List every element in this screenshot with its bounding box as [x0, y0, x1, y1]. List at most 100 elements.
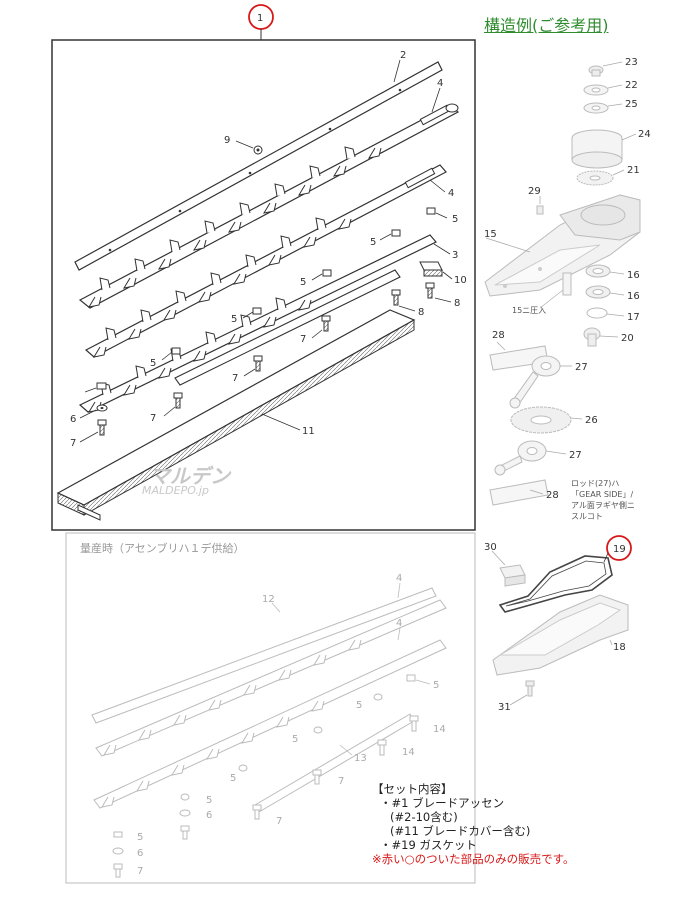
part-19-gasket[interactable]: [498, 555, 613, 613]
sub-part-6-washer: [179, 809, 191, 817]
label-2: 2: [400, 50, 406, 61]
label-8a: 8: [454, 298, 460, 309]
part-25-washer: [583, 102, 609, 114]
set-contents: 【セット内容】 ・#1 ブレードアッセン (#2-10含む) (#11 ブレード…: [372, 782, 672, 866]
part-17-ring: [586, 307, 608, 319]
part-10-bracket: [419, 261, 443, 277]
note-rod-3: アル面ヲギヤ側ニ: [571, 500, 635, 510]
sub-part-5-nut-e: [180, 793, 190, 801]
page-title: 構造例(ご参考用): [484, 16, 609, 35]
sub-part-5-nut: [406, 674, 416, 682]
part-5-nut-c: [322, 269, 332, 277]
sub-label-13: 13: [354, 753, 367, 764]
set-item-2: ・#19 ガスケット: [380, 838, 477, 852]
label-7d: 7: [70, 438, 76, 449]
set-item-1: ・#1 ブレードアッセン: [380, 796, 505, 810]
part-29-screw: [536, 205, 544, 215]
label-23: 23: [625, 57, 638, 68]
sub-label-6b: 6: [137, 848, 143, 859]
label-4a: 4: [437, 78, 443, 89]
sub-part-5-nut-d: [238, 764, 248, 772]
sub-part-4-blade-lower: [93, 639, 447, 809]
label-15: 15: [484, 229, 497, 240]
note-rod-2: 「GEAR SIDE」/: [571, 490, 633, 499]
set-note: ※赤い○のついた部品のみの販売です。: [372, 852, 575, 866]
part-31-bolt: [525, 680, 535, 697]
part-27-rod-b: [494, 440, 547, 476]
guide-plate: [174, 269, 401, 386]
part-30-block: [499, 564, 526, 587]
label-28b: 28: [546, 490, 559, 501]
label-30: 30: [484, 542, 497, 553]
label-7a: 7: [300, 334, 306, 345]
label-6: 6: [70, 414, 76, 425]
label-16b: 16: [627, 291, 640, 302]
part-24-cup: [571, 129, 623, 169]
part-9-nut: [253, 145, 263, 155]
label-22: 22: [625, 80, 638, 91]
label-1: 1: [257, 13, 263, 24]
part-8-bolt-a: [425, 282, 435, 299]
sub-part-7-bolt-b: [180, 825, 190, 840]
sub-label-6a: 6: [206, 810, 212, 821]
sub-label-5a: 5: [433, 680, 439, 691]
label-24: 24: [638, 129, 651, 140]
label-9: 9: [224, 135, 230, 146]
sub-label-14a: 14: [433, 724, 446, 735]
part-11-blade-cover: [56, 309, 416, 521]
sub-part-14-bolt-a: [409, 715, 419, 732]
label-5c: 5: [300, 277, 306, 288]
part-8-bolt-b: [391, 289, 401, 306]
sub-label-5d: 5: [230, 773, 236, 784]
sub-label-5-left: 5: [137, 832, 143, 843]
part-3-blade: [78, 234, 437, 413]
part-20-pinion: [583, 327, 601, 347]
part-5-nut-b: [391, 229, 401, 237]
watermark-logo: マルデン: [150, 464, 230, 488]
watermark-url: MALDEPO.jp: [142, 484, 209, 497]
label-5d: 5: [231, 314, 237, 325]
part-21-gear: [576, 170, 614, 186]
part-7-bolt-left: [97, 419, 107, 436]
note-rod-1: ロッド(27)ハ: [571, 479, 619, 488]
sub-label-5e: 5: [206, 795, 212, 806]
part-18-cover: [492, 594, 629, 676]
sub-part-7-bolt-a: [312, 769, 322, 785]
part-7-bolt-a: [321, 315, 331, 332]
label-7c: 7: [150, 413, 156, 424]
label-25: 25: [625, 99, 638, 110]
sub-part-5-nut-c: [313, 726, 323, 734]
part-2-plate: [74, 61, 443, 271]
sub-part-7-bolt-c: [252, 804, 262, 820]
label-4b: 4: [448, 188, 454, 199]
part-26-gear: [510, 406, 572, 434]
label-10: 10: [454, 275, 467, 286]
part-5-nut-left: [96, 382, 107, 390]
sub-left-stack: [112, 831, 124, 878]
part-4-lower-blade: [84, 164, 447, 358]
part-28-plate-b: [489, 479, 549, 506]
label-26: 26: [585, 415, 598, 426]
sub-part-14-bolt-b: [377, 739, 387, 756]
sub-label-7b: 7: [276, 816, 282, 827]
note-press-fit: 15ニ圧入: [512, 306, 546, 315]
note-rod-4: スルコト: [571, 512, 603, 521]
label-27b: 27: [569, 450, 582, 461]
mass-production-title: 量産時（アセンブリハ１デ供給）: [80, 542, 245, 555]
part-7-bolt-c: [173, 392, 183, 409]
part-15-gear-case: [484, 194, 641, 297]
sub-part-4-blade-upper: [95, 599, 447, 757]
sub-label-7c: 7: [137, 866, 143, 877]
main-assembly-box: [51, 39, 476, 531]
label-27a: 27: [575, 362, 588, 373]
label-29: 29: [528, 186, 541, 197]
sub-label-5b: 5: [356, 700, 362, 711]
label-17: 17: [627, 312, 640, 323]
callout-19-circle[interactable]: [606, 535, 632, 561]
part-6-washer: [96, 404, 108, 412]
label-16a: 16: [627, 270, 640, 281]
part-27-rod-a: [509, 355, 561, 409]
label-18: 18: [613, 642, 626, 653]
sub-label-4a: 4: [396, 573, 402, 584]
